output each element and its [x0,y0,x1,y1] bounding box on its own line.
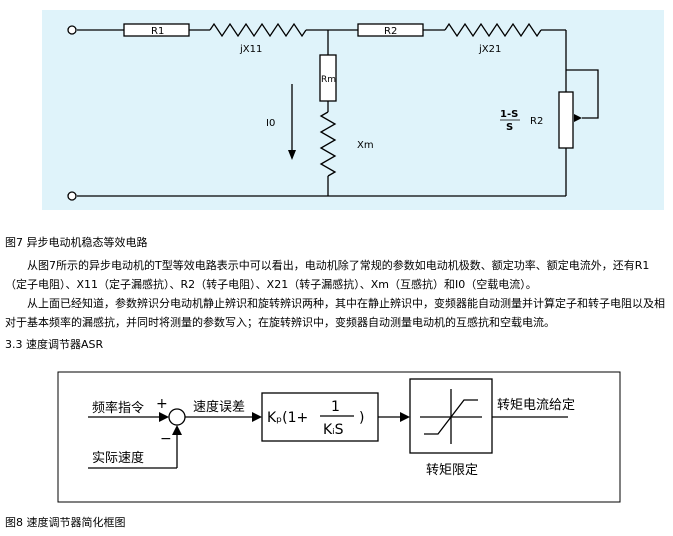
terminal-bottom [67,191,77,201]
jx11-inductor [209,22,307,38]
label-i0: I0 [266,118,275,129]
label-r2-load: R2 [530,116,543,127]
label-jx11: jX11 [239,44,262,55]
label-r1: R1 [151,26,164,37]
figure8-caption: 图8 速度调节器简化框图 [5,516,126,529]
label-torque-current: 转矩电流给定 [497,398,575,413]
label-rm: Rm [321,75,336,85]
label-one: 1 [331,399,340,415]
jx21-inductor [444,22,542,38]
label-actual-speed: 实际速度 [92,450,144,466]
label-kis: KᵢS [323,422,344,438]
paragraph-2: 从上面已经知道，参数辨识分电动机静止辨识和旋转辨识两种，其中在静止辨识中，变频器… [5,297,665,329]
label-speed-error: 速度误差 [193,399,245,415]
tap-arrowhead [574,114,582,122]
label-freq-cmd: 频率指令 [92,400,144,416]
figure8-block-diagram: 频率指令 + − 速度误差 实际速度 Kₚ(1+ 1 KᵢS ) 转矩电流给定 … [57,371,621,503]
label-kp: Kₚ(1+ [267,410,308,426]
load-resistor [558,91,574,149]
section-heading: 3.3 速度调节器ASR [5,338,104,351]
label-jx21: jX21 [478,44,501,55]
xm-inductor [319,111,337,177]
label-rparen: ) [359,410,364,426]
label-torque-limit: 转矩限定 [426,463,478,478]
label-plus: + [156,396,168,412]
terminal-top [67,25,77,35]
label-slip-top: 1-S [500,109,518,120]
block-diagram-background [57,371,621,503]
paragraph-1: 从图7所示的异步电动机的T型等效电路表示中可以看出，电动机除了常规的参数如电动机… [5,259,650,291]
label-r2: R2 [384,26,397,37]
label-xm: Xm [357,140,374,151]
figure7-circuit-diagram: R1 jX11 R2 jX21 Rm I0 Xm 1-S S R2 [42,10,664,210]
figure7-caption: 图7 异步电动机稳态等效电路 [5,236,148,249]
label-slip-bottom: S [506,122,513,133]
label-minus: − [160,431,172,447]
torque-limit-block [409,378,493,454]
